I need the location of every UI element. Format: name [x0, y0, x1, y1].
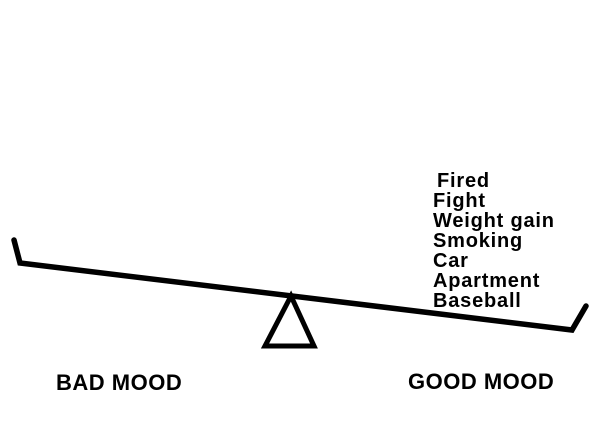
mood-item-fight: Fight — [433, 190, 486, 212]
bad-mood-label: BAD MOOD — [56, 370, 183, 395]
mood-item-weight-gain: Weight gain — [433, 210, 555, 232]
mood-item-baseball: Baseball — [433, 290, 522, 312]
good-mood-label: GOOD MOOD — [408, 369, 555, 394]
mood-item-apartment: Apartment — [433, 270, 541, 292]
good-mood-items-list: Fired Fight Weight gain Smoking Car Apar… — [433, 171, 555, 311]
fulcrum-triangle — [260, 290, 318, 349]
mood-item-car: Car — [433, 250, 469, 272]
seesaw-plank — [11, 237, 589, 333]
mood-item-smoking: Smoking — [433, 230, 524, 252]
mood-item-fired: Fired — [437, 170, 490, 192]
